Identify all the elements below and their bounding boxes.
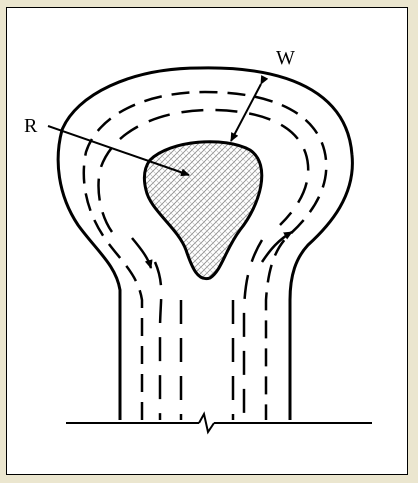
break-symbol	[199, 414, 214, 432]
label-r: R	[24, 115, 38, 137]
label-w: W	[276, 47, 295, 69]
core-region-r	[144, 142, 261, 279]
stem-flow-line-4	[244, 240, 262, 420]
flow-arrow-down	[132, 238, 151, 268]
stem-flow-line-1	[155, 262, 161, 420]
flow-arrow-up	[262, 232, 292, 262]
